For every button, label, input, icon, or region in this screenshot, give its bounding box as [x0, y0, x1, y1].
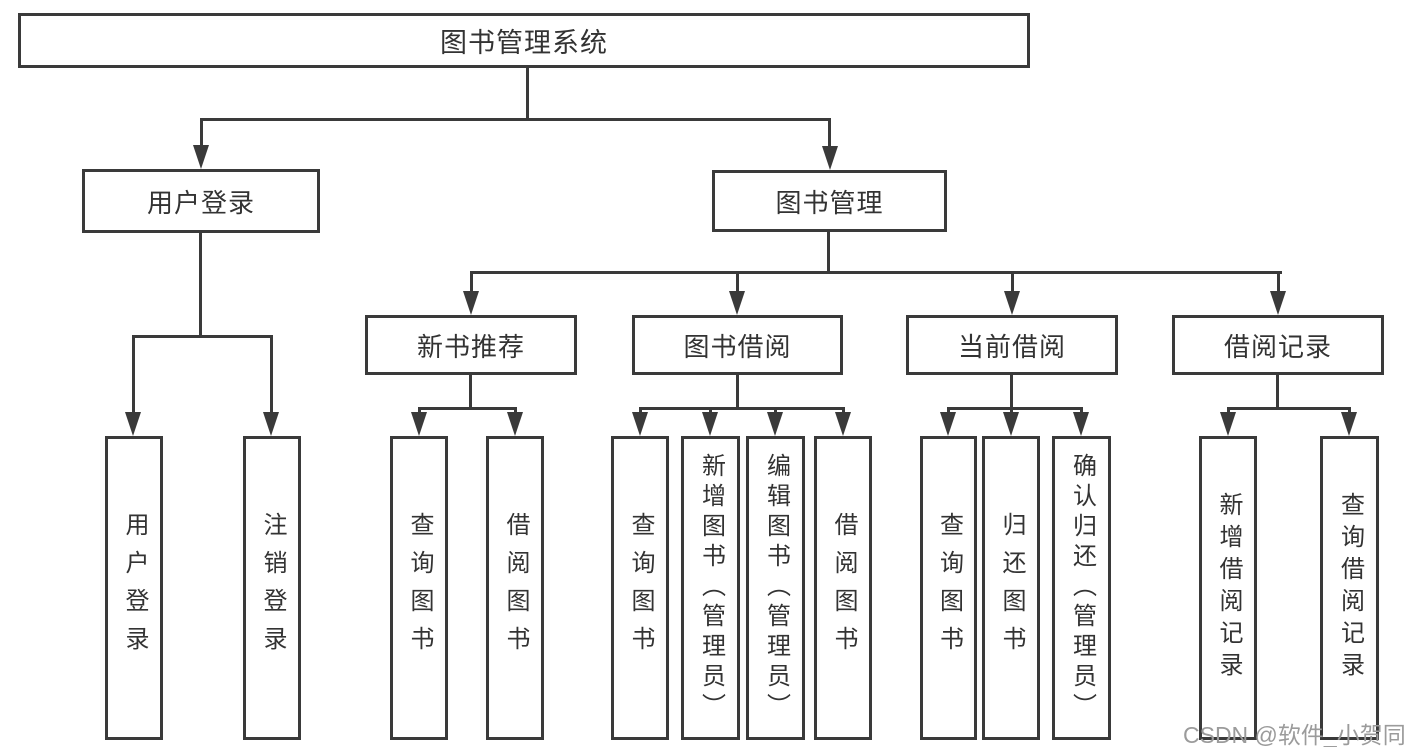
node-label: 确认归还（管理员）	[1068, 453, 1096, 723]
connector-line	[842, 407, 845, 416]
connector-line	[1011, 271, 1014, 295]
node-label: 借阅图书	[830, 512, 857, 664]
leaf-add-borrow-record: 新增借阅记录	[1199, 436, 1257, 740]
connector-line	[1010, 375, 1013, 410]
node-label: 借阅图书	[502, 512, 529, 664]
node-label: 当前借阅	[957, 331, 1066, 362]
connector-line	[132, 335, 273, 338]
arrowhead-down-icon	[1341, 412, 1357, 436]
arrowhead-down-icon	[1220, 412, 1236, 436]
csdn-watermark: CSDN @软件_小贺同学	[1183, 722, 1405, 747]
node-user-login: 用户登录	[82, 169, 320, 233]
node-book-management: 图书管理	[712, 170, 947, 232]
connector-line	[469, 375, 472, 410]
arrowhead-down-icon	[835, 412, 851, 436]
node-label: 图书管理系统	[440, 28, 608, 58]
connector-line	[947, 407, 1082, 410]
leaf-borrow-books-recommend: 借阅图书	[486, 436, 544, 740]
arrowhead-down-icon	[125, 412, 141, 436]
arrowhead-down-icon	[1004, 291, 1020, 315]
connector-line	[709, 407, 712, 416]
node-book-borrowing: 图书借阅	[632, 315, 843, 375]
connector-line	[1080, 407, 1083, 416]
leaf-query-books-current: 查询图书	[920, 436, 977, 740]
connector-line	[200, 118, 203, 151]
connector-line	[132, 335, 135, 415]
connector-line	[1277, 271, 1280, 295]
node-label: 归还图书	[998, 512, 1025, 664]
connector-line	[514, 407, 517, 416]
connector-line	[639, 407, 844, 410]
connector-line	[1227, 407, 1230, 416]
connector-line	[418, 407, 421, 416]
arrowhead-down-icon	[729, 291, 745, 315]
arrowhead-down-icon	[463, 291, 479, 315]
arrowhead-down-icon	[193, 145, 209, 169]
connector-line	[470, 271, 1282, 274]
node-label: 新书推荐	[416, 331, 525, 362]
node-borrowing-records: 借阅记录	[1172, 315, 1384, 375]
connector-line	[639, 407, 642, 416]
leaf-borrow-books: 借阅图书	[814, 436, 872, 740]
node-label: 图书管理	[775, 187, 884, 218]
node-label: 借阅记录	[1223, 331, 1332, 362]
arrowhead-down-icon	[822, 146, 838, 170]
leaf-query-borrow-record: 查询借阅记录	[1320, 436, 1379, 740]
arrowhead-down-icon	[702, 412, 718, 436]
node-label: 查询图书	[627, 512, 654, 664]
connector-line	[736, 271, 739, 295]
node-label: 查询图书	[406, 512, 433, 664]
node-label: 查询图书	[935, 512, 963, 664]
leaf-edit-book-admin: 编辑图书（管理员）	[746, 436, 805, 740]
arrowhead-down-icon	[507, 412, 523, 436]
arrowhead-down-icon	[263, 412, 279, 436]
connector-line	[526, 68, 529, 120]
arrowhead-down-icon	[632, 412, 648, 436]
connector-line	[828, 118, 831, 151]
node-label: 注销登录	[259, 512, 286, 664]
leaf-query-books-borrow: 查询图书	[611, 436, 669, 740]
connector-line	[947, 407, 950, 416]
connector-line	[1348, 407, 1351, 416]
connector-line	[1010, 407, 1013, 416]
node-label: 新增图书（管理员）	[697, 453, 725, 723]
node-label: 编辑图书（管理员）	[762, 453, 790, 723]
connector-line	[470, 271, 473, 295]
leaf-user-login: 用户登录	[105, 436, 163, 740]
arrowhead-down-icon	[411, 412, 427, 436]
node-label: 图书借阅	[683, 331, 792, 362]
node-new-book-recommend: 新书推荐	[365, 315, 577, 375]
connector-line	[1227, 407, 1351, 410]
node-label: 用户登录	[121, 512, 148, 664]
arrowhead-down-icon	[767, 412, 783, 436]
node-label: 新增借阅记录	[1215, 492, 1242, 684]
connector-line	[418, 407, 516, 410]
arrowhead-down-icon	[940, 412, 956, 436]
connector-line	[827, 232, 830, 273]
arrowhead-down-icon	[1270, 291, 1286, 315]
leaf-return-books: 归还图书	[982, 436, 1040, 740]
node-current-borrowing: 当前借阅	[906, 315, 1118, 375]
connector-line	[1276, 375, 1279, 410]
leaf-confirm-return-admin: 确认归还（管理员）	[1052, 436, 1111, 740]
node-library-management-system: 图书管理系统	[18, 13, 1030, 68]
connector-line	[736, 375, 739, 410]
node-label: 用户登录	[146, 187, 255, 218]
node-label: 查询借阅记录	[1336, 492, 1364, 684]
connector-line	[199, 233, 202, 337]
leaf-add-book-admin: 新增图书（管理员）	[681, 436, 740, 740]
connector-line	[200, 118, 831, 121]
arrowhead-down-icon	[1073, 412, 1089, 436]
leaf-query-books-recommend: 查询图书	[390, 436, 448, 740]
connector-line	[270, 335, 273, 415]
connector-line	[774, 407, 777, 416]
arrowhead-down-icon	[1003, 412, 1019, 436]
leaf-logout-login: 注销登录	[243, 436, 301, 740]
